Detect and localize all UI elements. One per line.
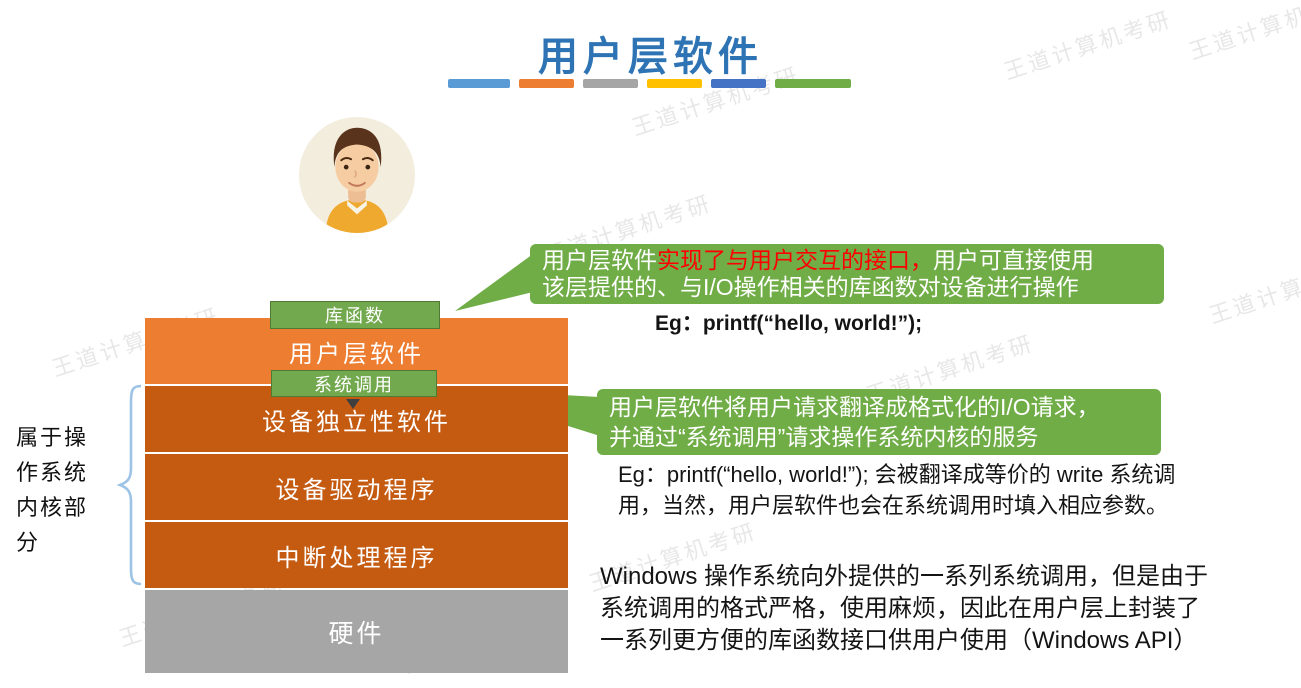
callout2-line2: 并通过“系统调用”请求操作系统内核的服务 bbox=[609, 424, 1039, 450]
tag-system-call: 系统调用 bbox=[271, 370, 437, 397]
tag-library-functions: 库函数 bbox=[270, 301, 440, 329]
page-title: 用户层软件 bbox=[538, 35, 763, 79]
layer-label: 用户层软件 bbox=[289, 340, 424, 368]
layer-label: 设备独立性软件 bbox=[262, 408, 451, 436]
printf-example-2-line1: Eg：printf(“hello, world!”); 会被翻译成等价的 wri… bbox=[618, 462, 1176, 487]
callout1-line1: 用户层软件实现了与用户交互的接口，用户可直接使用 bbox=[542, 247, 1152, 274]
kernel-brace bbox=[117, 384, 142, 586]
underline-dash-2 bbox=[519, 79, 574, 88]
kernel-side-label-line: 作系统 bbox=[16, 460, 89, 485]
kernel-side-label-line: 属于操 bbox=[16, 425, 89, 450]
layer-label: 硬件 bbox=[328, 619, 385, 648]
callout-system-call: 用户层软件将用户请求翻译成格式化的I/O请求， 并通过“系统调用”请求操作系统内… bbox=[597, 389, 1161, 455]
kernel-side-label-line: 内核部 bbox=[16, 495, 89, 520]
windows-api-note-line1: Windows 操作系统向外提供的一系列系统调用，但是由于 bbox=[600, 563, 1209, 590]
underline-dash-4 bbox=[647, 79, 702, 88]
printf-example-1: Eg：printf(“hello, world!”); bbox=[655, 312, 923, 335]
layer-hardware: 硬件 bbox=[145, 590, 568, 673]
layer-label: 中断处理程序 bbox=[275, 544, 438, 572]
callout1-tail bbox=[455, 254, 533, 311]
printf-example-2-line2: 用，当然，用户层软件也会在系统调用时填入相应参数。 bbox=[618, 493, 1169, 518]
printf-example-2: Eg：printf(“hello, world!”); 会被翻译成等价的 wri… bbox=[618, 459, 1175, 521]
underline-dash-1 bbox=[448, 79, 510, 88]
layer-label: 设备驱动程序 bbox=[275, 476, 438, 504]
avatar-shirt bbox=[325, 199, 389, 234]
callout-user-interface: 用户层软件实现了与用户交互的接口，用户可直接使用 该层提供的、与I/O操作相关的… bbox=[530, 244, 1164, 304]
underline-dash-6 bbox=[775, 79, 851, 88]
system-call-down-arrow-icon bbox=[346, 399, 360, 409]
tag-label: 库函数 bbox=[325, 306, 385, 326]
tag-label: 系统调用 bbox=[314, 374, 394, 395]
kernel-side-label-line: 分 bbox=[16, 530, 41, 555]
callout1-text: 用户可直接使用 bbox=[933, 247, 1094, 273]
windows-api-note-line3: 一系列更方便的库函数接口供用户使用（Windows API） bbox=[600, 627, 1198, 654]
person-avatar bbox=[298, 116, 416, 234]
windows-api-note-line2: 系统调用的格式严格，使用麻烦，因此在用户层上封装了 bbox=[600, 595, 1200, 622]
underline-dash-5 bbox=[711, 79, 766, 88]
underline-dash-3 bbox=[583, 79, 638, 88]
avatar-hair bbox=[333, 127, 382, 168]
callout2-line1: 用户层软件将用户请求翻译成格式化的I/O请求， bbox=[609, 394, 1100, 420]
layer-device-driver: 设备驱动程序 bbox=[145, 454, 568, 520]
callout1-line2: 该层提供的、与I/O操作相关的库函数对设备进行操作 bbox=[542, 274, 1079, 300]
watermark: 王道计算机考研 bbox=[1205, 250, 1301, 329]
avatar-face bbox=[335, 142, 379, 192]
title-underline bbox=[448, 79, 851, 88]
windows-api-note: Windows 操作系统向外提供的一系列系统调用，但是由于 系统调用的格式严格，… bbox=[600, 561, 1208, 657]
kernel-side-label: 属于操 作系统 内核部 分 bbox=[16, 420, 88, 560]
layer-interrupt-handler: 中断处理程序 bbox=[145, 522, 568, 588]
callout1-highlight: 实现了与用户交互的接口， bbox=[657, 247, 933, 273]
callout1-text: 用户层软件 bbox=[542, 247, 657, 273]
